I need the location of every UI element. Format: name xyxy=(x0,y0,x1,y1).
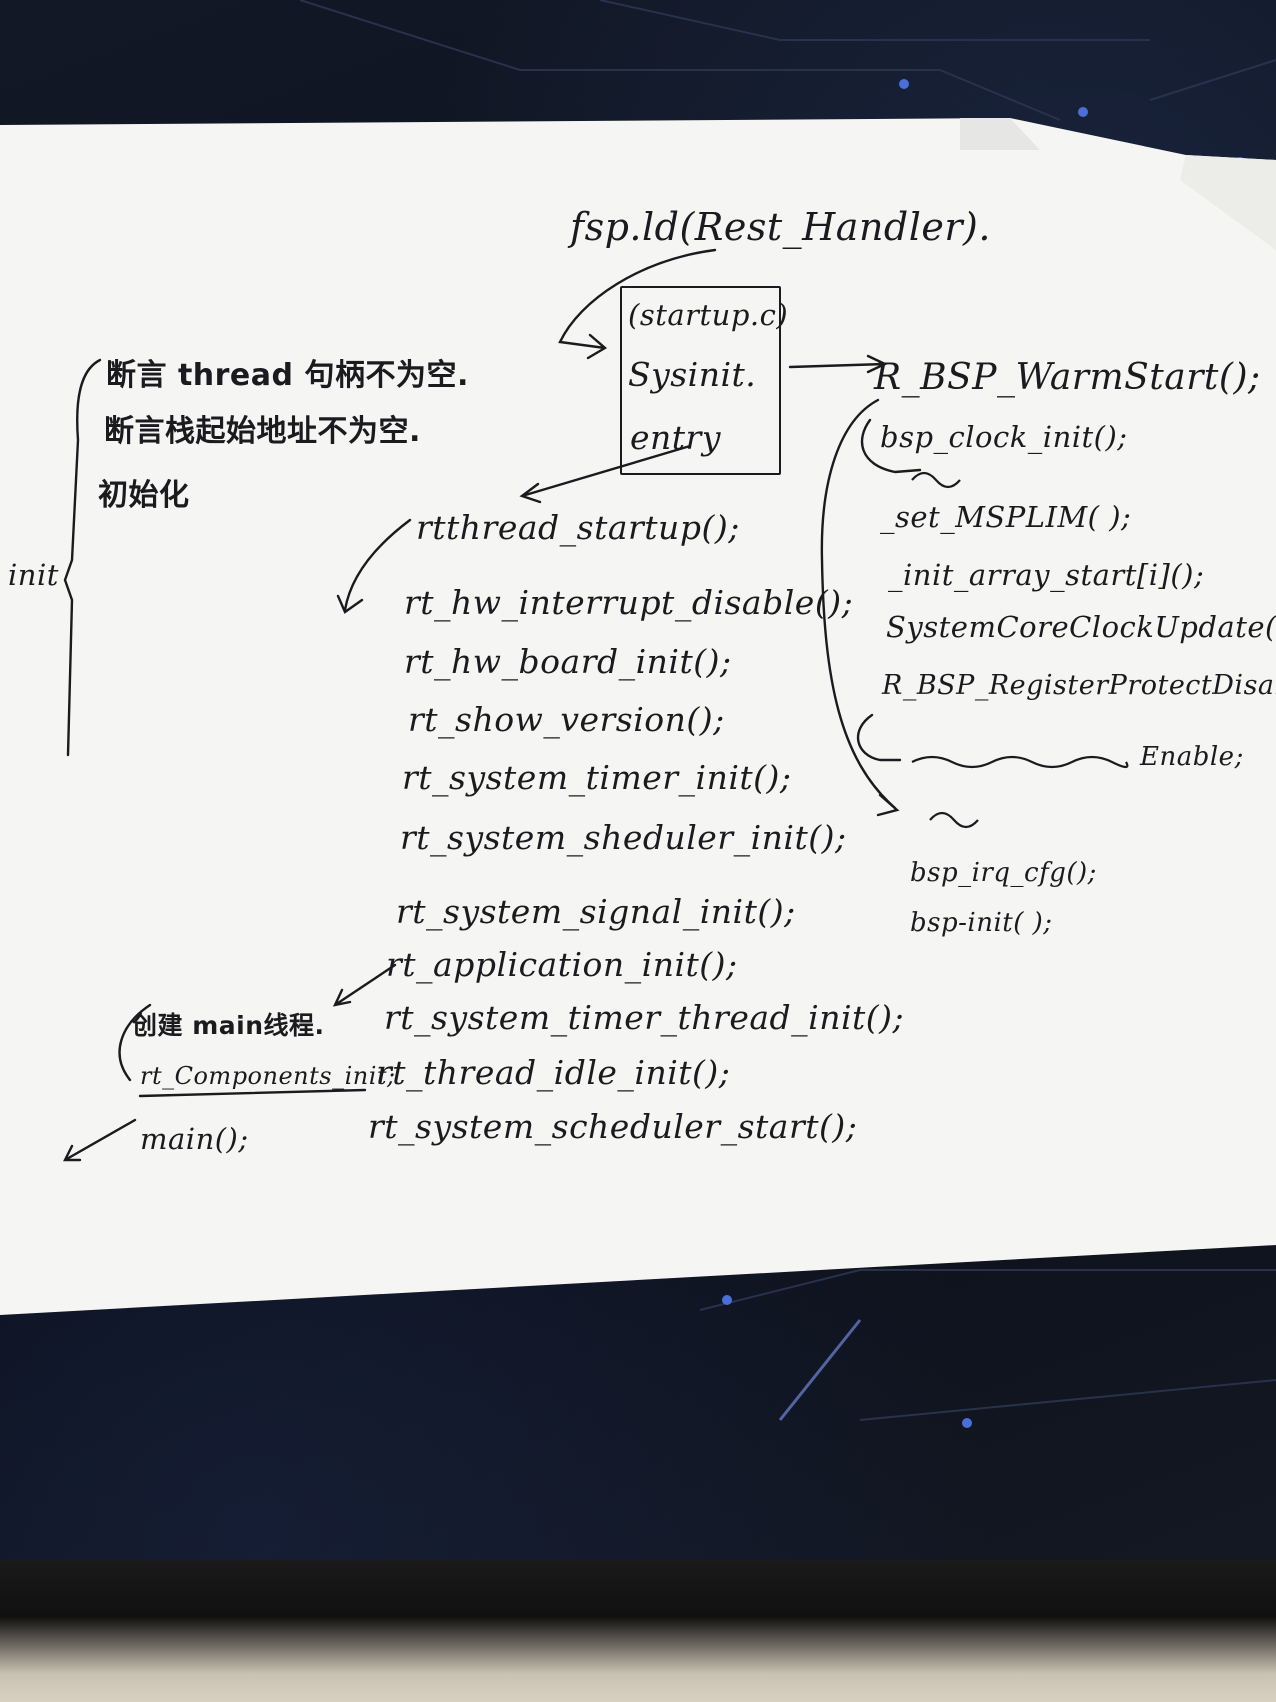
main-call-text: main(); xyxy=(140,1122,249,1156)
underline-components xyxy=(138,1088,367,1098)
right-call: _init_array_start[i](); xyxy=(888,558,1205,592)
arrow-to-create-main xyxy=(332,963,397,1007)
curve-components xyxy=(118,1003,152,1082)
arrow-box-to-warmstart xyxy=(788,354,888,374)
right-call: R_BSP_RegisterProtectDisable; xyxy=(882,670,1276,701)
right-call: SystemCoreClockUpdate(); xyxy=(886,610,1276,644)
curve-enable xyxy=(856,713,902,762)
arrow-entry-to-startup xyxy=(519,444,692,504)
startup-call: rt_hw_interrupt_disable(); xyxy=(404,583,854,622)
box-line-1: (startup.c) xyxy=(628,298,789,332)
left-note: 断言栈起始地址不为空. xyxy=(104,414,421,449)
left-brace xyxy=(63,358,102,757)
startup-call: rt_system_timer_thread_init(); xyxy=(384,998,905,1037)
init-label: init xyxy=(8,558,59,592)
arrow-title-to-box xyxy=(558,248,717,360)
startup-call: rt_system_sheduler_init(); xyxy=(400,818,847,857)
box-line-3: entry xyxy=(630,418,721,457)
startup-call: rt_application_init(); xyxy=(386,945,738,984)
startup-call: rt_system_scheduler_start(); xyxy=(368,1107,858,1146)
components-init-text: rt_Components_init; xyxy=(140,1062,396,1090)
startup-call: rt_hw_board_init(); xyxy=(404,642,732,681)
right-call: bsp_irq_cfg(); xyxy=(910,858,1097,888)
right-call: _set_MSPLIM( ); xyxy=(880,500,1132,534)
startup-call: rt_system_timer_init(); xyxy=(402,758,792,797)
right-call: bsp_clock_init(); xyxy=(880,420,1128,454)
right-call-enable: Enable; xyxy=(1140,742,1244,772)
startup-box xyxy=(620,286,781,475)
warm-start-text: R_BSP_WarmStart(); xyxy=(874,357,1261,398)
long-wave xyxy=(911,755,1129,769)
left-note: 初始化 xyxy=(98,478,190,513)
right-call: bsp-init( ); xyxy=(910,908,1053,938)
left-note: 断言 thread 句柄不为空. xyxy=(106,358,469,393)
startup-text: rtthread_startup(); xyxy=(416,508,740,547)
startup-call: rt_show_version(); xyxy=(408,700,725,739)
startup-call: rt_system_signal_init(); xyxy=(396,892,796,931)
title-text: fsp.ld(Rest_Handler). xyxy=(570,205,991,249)
curve-startup-calls xyxy=(336,518,412,614)
startup-call: rt_thread_idle_init(); xyxy=(376,1053,731,1092)
table-cloth xyxy=(0,1560,1276,1702)
box-line-2: Sysinit. xyxy=(628,355,757,394)
create-main-note: 创建 main线程. xyxy=(132,1011,325,1040)
tilde-1 xyxy=(911,471,961,489)
arrow-main xyxy=(63,1118,137,1162)
tilde-2 xyxy=(929,811,979,829)
curve-clock-init xyxy=(860,418,922,474)
brace-right xyxy=(820,398,900,817)
